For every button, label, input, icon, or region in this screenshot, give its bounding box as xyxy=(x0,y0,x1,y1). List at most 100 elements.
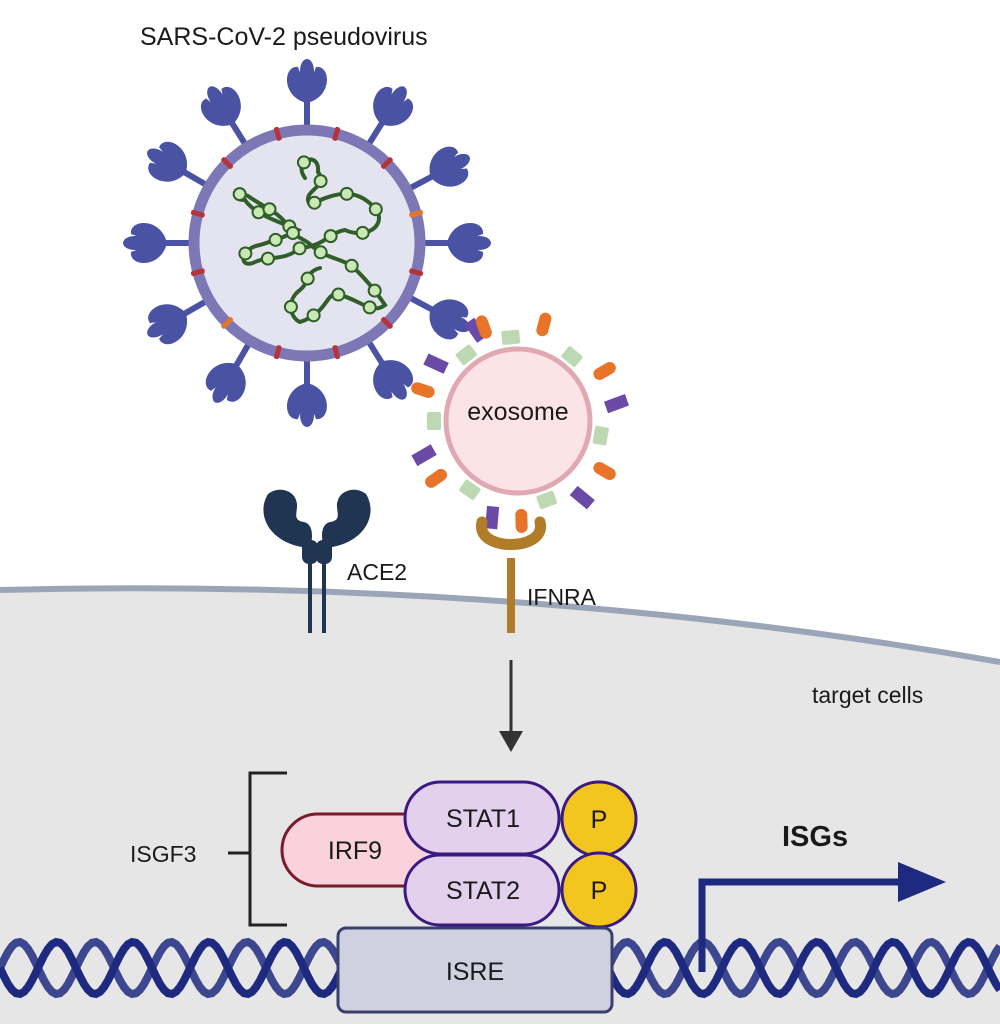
ifnra-stalk xyxy=(507,558,515,633)
isgf3-bracket-line xyxy=(248,771,287,927)
spike-tip xyxy=(147,148,170,166)
exosome-orange-protein xyxy=(593,362,616,380)
target-cells-label: target cells xyxy=(812,682,923,708)
exosome-purple-protein xyxy=(485,505,500,530)
rna-bead xyxy=(323,229,338,244)
exosome-orange-protein xyxy=(536,312,552,337)
isgf3-label: ISGF3 xyxy=(130,841,196,867)
rna-bead xyxy=(355,225,370,240)
envelope-protein xyxy=(332,126,341,141)
rna-bead xyxy=(313,174,328,189)
envelope-protein xyxy=(273,345,282,360)
exosome-green-protein xyxy=(455,344,477,366)
spike-head xyxy=(201,87,241,126)
exosome-green-protein xyxy=(459,479,481,500)
isre-element xyxy=(336,926,614,1014)
spike-head xyxy=(287,383,327,420)
rna-bead xyxy=(283,299,298,314)
spike-head xyxy=(447,223,484,263)
exosome-purple-protein xyxy=(423,353,449,374)
rna-bead xyxy=(362,300,377,315)
spike-tip xyxy=(300,403,314,427)
exosome-orange-protein xyxy=(425,468,447,488)
exosome-orange-protein xyxy=(593,462,616,480)
exosome-body xyxy=(443,346,593,496)
exosome-green-protein xyxy=(592,425,609,446)
isg-transcription-arrow xyxy=(698,862,946,972)
envelope-protein xyxy=(221,157,233,169)
phospho-stat2-label: P xyxy=(591,877,608,905)
isg-arrow-shaft xyxy=(698,878,900,972)
rna-bead xyxy=(306,308,321,323)
rna-bead xyxy=(367,283,382,298)
exosome-orange-protein xyxy=(515,508,528,533)
spike-tip xyxy=(207,86,225,108)
spike-head xyxy=(287,66,327,103)
exosome-purple-protein xyxy=(603,394,629,414)
rna-bead xyxy=(232,187,247,202)
ace2-domain-right xyxy=(322,489,371,548)
exosome-label: exosome xyxy=(467,398,568,426)
rna-genome xyxy=(232,155,388,325)
isg-arrow-head xyxy=(898,862,946,902)
virus-title: SARS-CoV-2 pseudovirus xyxy=(140,23,428,51)
envelope-protein xyxy=(273,126,282,141)
spike-tip xyxy=(147,320,170,338)
spike-tip xyxy=(300,59,314,83)
spike-tip xyxy=(123,236,147,250)
cell-membrane xyxy=(0,585,1000,665)
isre-label: ISRE xyxy=(446,958,504,986)
stat1-protein xyxy=(403,780,561,856)
envelope-protein xyxy=(221,317,233,329)
phospho-stat1-label: P xyxy=(591,806,608,834)
signal-arrow-head xyxy=(499,731,523,752)
exosome-green-protein xyxy=(561,346,583,367)
stat2-label: STAT2 xyxy=(446,877,520,905)
spike-protein xyxy=(123,223,199,263)
rna-bead xyxy=(260,251,275,266)
isgs-label: ISGs xyxy=(782,821,848,853)
rna-bead xyxy=(313,245,328,260)
spike-head xyxy=(205,362,246,402)
exosome-green-protein xyxy=(501,329,521,345)
spike-head xyxy=(429,146,469,187)
spike-head xyxy=(373,360,413,399)
rna-bead xyxy=(368,202,383,217)
spike-tip xyxy=(447,153,470,171)
spike-tip xyxy=(467,236,491,250)
spike-tip xyxy=(389,378,407,400)
spike-tip xyxy=(447,315,470,333)
spike-stem xyxy=(304,95,310,135)
irf9-label: IRF9 xyxy=(328,837,382,865)
spike-protein xyxy=(361,86,413,154)
rna-bead xyxy=(238,246,253,261)
envelope-protein xyxy=(409,209,424,218)
ifnra-label: IFNRA xyxy=(527,584,597,610)
spike-head xyxy=(148,304,188,345)
spike-head xyxy=(148,141,188,182)
rna-bead xyxy=(285,226,300,241)
rna-bead xyxy=(268,232,283,247)
spike-protein xyxy=(287,351,327,427)
stat1-label: STAT1 xyxy=(446,805,520,833)
rna-bead xyxy=(344,258,359,273)
exosome-surface-proteins xyxy=(411,312,629,533)
spike-stem xyxy=(304,351,310,391)
exosome-purple-protein xyxy=(411,444,437,467)
spike-tip xyxy=(389,86,407,108)
rna-bead xyxy=(339,186,354,201)
exosome-orange-protein xyxy=(411,382,435,398)
ace2-domain-left xyxy=(263,489,312,548)
signal-arrow xyxy=(499,660,523,752)
envelope-proteins xyxy=(190,126,424,360)
ace2-receptor xyxy=(263,489,371,633)
spike-head xyxy=(373,87,413,126)
ace2-stalk-right xyxy=(322,555,326,633)
envelope-protein xyxy=(190,268,205,277)
spike-tip xyxy=(212,380,230,403)
envelope-protein xyxy=(409,268,424,277)
isgf3-bracket xyxy=(228,771,287,927)
rna-beads xyxy=(232,155,383,323)
envelope-protein xyxy=(381,157,393,169)
